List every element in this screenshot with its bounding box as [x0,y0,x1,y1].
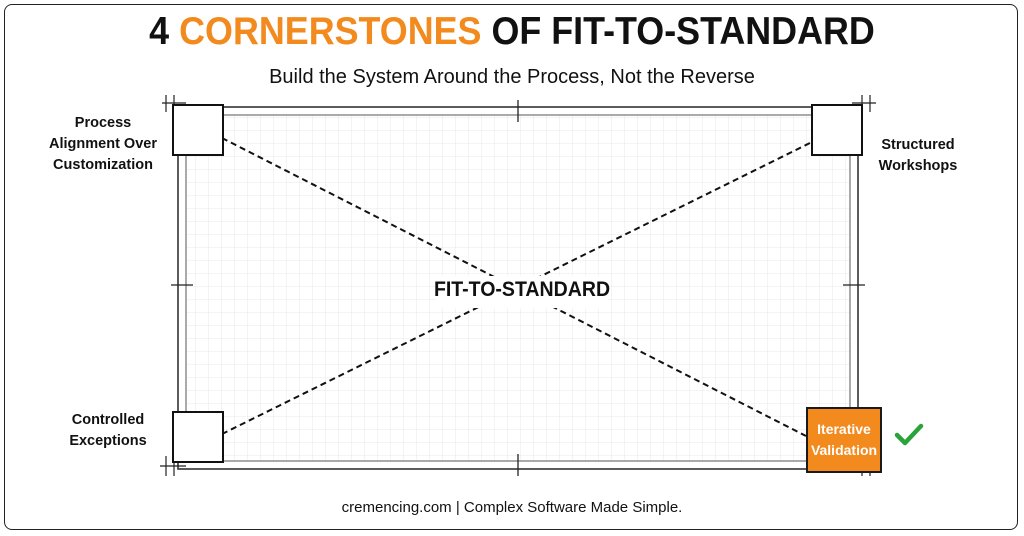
corner-box-top-left [172,104,224,156]
label-top-left-line3: Customization [53,157,153,173]
label-top-right-line2: Workshops [878,158,958,174]
subtitle: Build the System Around the Process, Not… [269,66,755,88]
page-title: 4 CORNERSTONES OF FIT-TO-STANDARD [41,10,983,54]
label-bottom-left-line2: Exceptions [69,433,147,449]
outer-frame [4,4,1018,530]
label-bottom-right-line1: Iterative [817,421,871,437]
corner-box-bottom-left [172,411,224,463]
center-label: FIT-TO-STANDARD [433,278,611,301]
label-top-left: Process Alignment Over Customization [42,113,164,176]
edge-ticks [171,100,865,476]
footer-text: cremencing.com | Complex Software Made S… [341,499,683,516]
label-top-left-line2: Alignment Over [49,136,157,152]
title-suffix: OF FIT-TO-STANDARD [491,10,875,53]
label-top-left-line1: Process [74,115,132,131]
title-accent: CORNERSTONES [179,10,482,53]
label-bottom-left-line1: Controlled [71,412,145,428]
label-top-right-line1: Structured [881,137,955,153]
label-bottom-left: Controlled Exceptions [58,410,158,452]
label-bottom-right-line2: Validation [810,442,878,458]
check-icon [894,423,924,446]
corner-box-top-right [811,104,863,156]
title-prefix: 4 [149,10,170,53]
corner-box-bottom-right-highlighted: Iterative Validation [806,407,882,473]
label-top-right: Structured Workshops [868,135,968,177]
